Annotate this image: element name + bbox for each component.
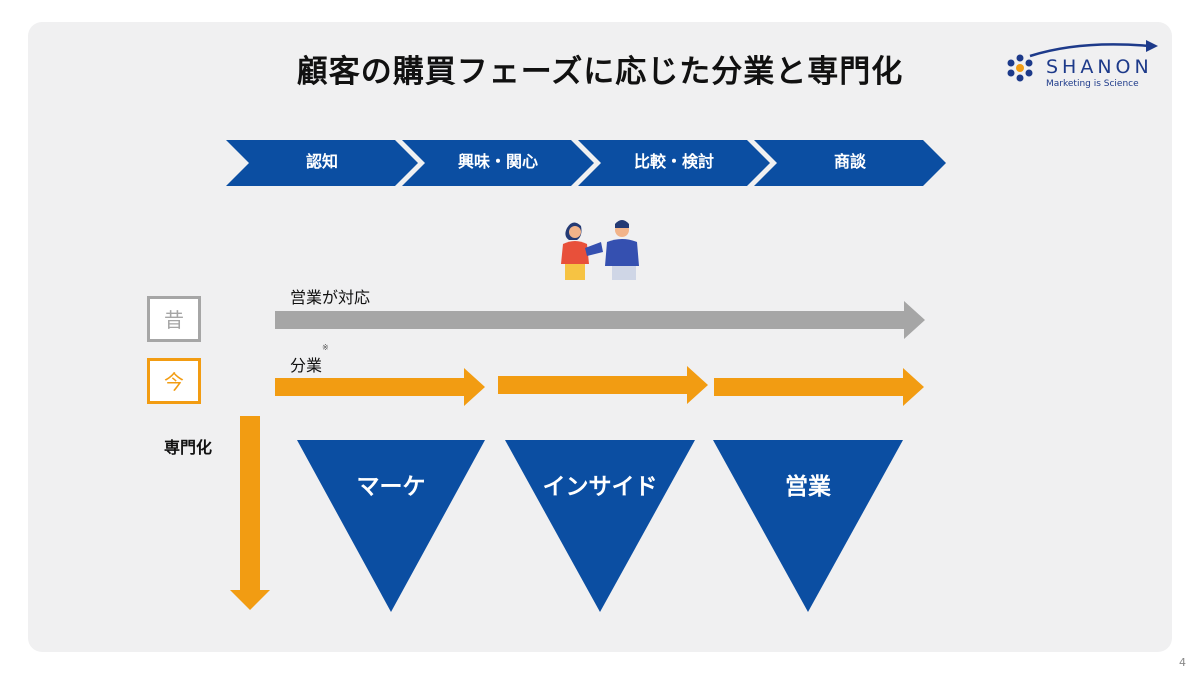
now-arrow-2 (498, 366, 708, 404)
phase-chevron-3 (578, 140, 770, 186)
phase-chevron-2 (402, 140, 594, 186)
phase-chevron-1 (226, 140, 418, 186)
now-label: 分業 (290, 356, 323, 375)
past-badge: 昔 (147, 296, 201, 342)
people-illustration-icon (561, 220, 639, 280)
specialization-arrow (230, 416, 270, 610)
past-label: 営業が対応 (290, 288, 371, 307)
now-arrow-1 (275, 368, 485, 406)
phase-label-negotiation: 商談 (833, 152, 866, 171)
now-arrow-3 (714, 368, 924, 406)
team-label-marketing: マーケ (356, 474, 426, 500)
now-badge: 今 (147, 358, 201, 404)
team-triangle-marketing (297, 440, 485, 612)
past-arrow (275, 301, 925, 339)
phase-label-awareness: 認知 (305, 152, 338, 171)
team-label-sales: 営業 (785, 474, 831, 500)
slide-title: 顧客の購買フェーズに応じた分業と専門化 (296, 54, 904, 90)
page-number: 4 (1179, 656, 1186, 669)
phase-chevron-4 (754, 140, 946, 186)
shanon-logo: SHANON Marketing is Science (1000, 38, 1160, 94)
logo-name: SHANON (1046, 56, 1153, 78)
now-note-mark: ※ (322, 343, 329, 352)
specialization-label: 専門化 (164, 438, 213, 457)
phase-label-interest: 興味・関心 (457, 152, 538, 171)
phase-label-comparison: 比較・検討 (633, 152, 714, 171)
logo-tagline: Marketing is Science (1046, 79, 1139, 89)
team-triangle-sales (713, 440, 903, 612)
logo-swoosh-icon (1007, 40, 1158, 82)
team-label-inside: インサイド (542, 474, 658, 500)
team-triangle-inside (505, 440, 695, 612)
